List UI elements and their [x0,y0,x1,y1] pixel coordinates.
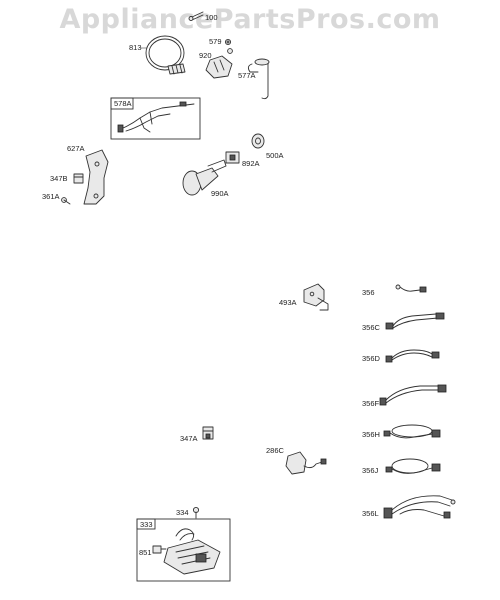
label-851: 851 [139,548,152,557]
part-851[interactable] [152,545,167,554]
label-333: 333 [140,520,153,529]
watermark: AppliancePartsPros.com [59,4,441,35]
label-578A: 578A [114,99,132,108]
part-286C[interactable] [285,451,327,475]
label-579: 579 [209,37,222,46]
part-813-clamp[interactable] [145,35,186,75]
label-493A: 493A [279,298,297,307]
label-361A: 361A [42,192,60,201]
part-334-screw[interactable] [192,506,200,519]
part-356-lead[interactable] [395,284,427,293]
part-347B[interactable] [73,173,84,184]
part-356D-harness[interactable] [385,349,440,363]
box-label-333 [136,518,156,530]
label-627A: 627A [67,144,85,153]
part-356H-harness[interactable] [383,424,441,439]
part-361A-screw[interactable] [61,197,71,205]
label-356H: 356H [362,430,380,439]
part-578A-harness[interactable] [117,101,195,133]
label-500A: 500A [266,151,284,160]
part-990A-knob[interactable] [182,159,227,196]
part-920[interactable] [205,48,233,79]
label-813: 813 [129,43,142,52]
label-577A: 577A [238,71,256,80]
label-356F: 356F [362,399,380,408]
label-286C: 286C [266,446,285,455]
box-333 [136,518,231,582]
part-493A-bracket[interactable] [303,283,329,311]
part-100[interactable] [188,11,204,21]
label-920: 920 [199,51,212,60]
label-347A: 347A [180,434,198,443]
label-356L: 356L [362,509,379,518]
part-356F-harness[interactable] [379,384,447,406]
label-990A: 990A [211,189,229,198]
part-627A-bracket[interactable] [83,149,109,205]
part-500A-grommet[interactable] [251,133,265,149]
part-892A[interactable] [225,151,240,164]
part-356L-harness[interactable] [383,495,456,519]
part-356J-harness[interactable] [385,458,441,474]
part-347A[interactable] [202,426,214,440]
label-892A: 892A [242,159,260,168]
label-334: 334 [176,508,189,517]
part-356C-harness[interactable] [385,312,445,330]
label-356: 356 [362,288,375,297]
label-100: 100 [205,13,218,22]
label-356C: 356C [362,323,381,332]
box-label-578A [110,97,134,110]
part-577A[interactable] [247,58,270,100]
label-347B: 347B [50,174,68,183]
part-333-assembly[interactable] [163,528,221,575]
label-356J: 356J [362,466,379,475]
box-578A [110,97,201,140]
label-356D: 356D [362,354,381,363]
part-579[interactable] [224,38,232,46]
